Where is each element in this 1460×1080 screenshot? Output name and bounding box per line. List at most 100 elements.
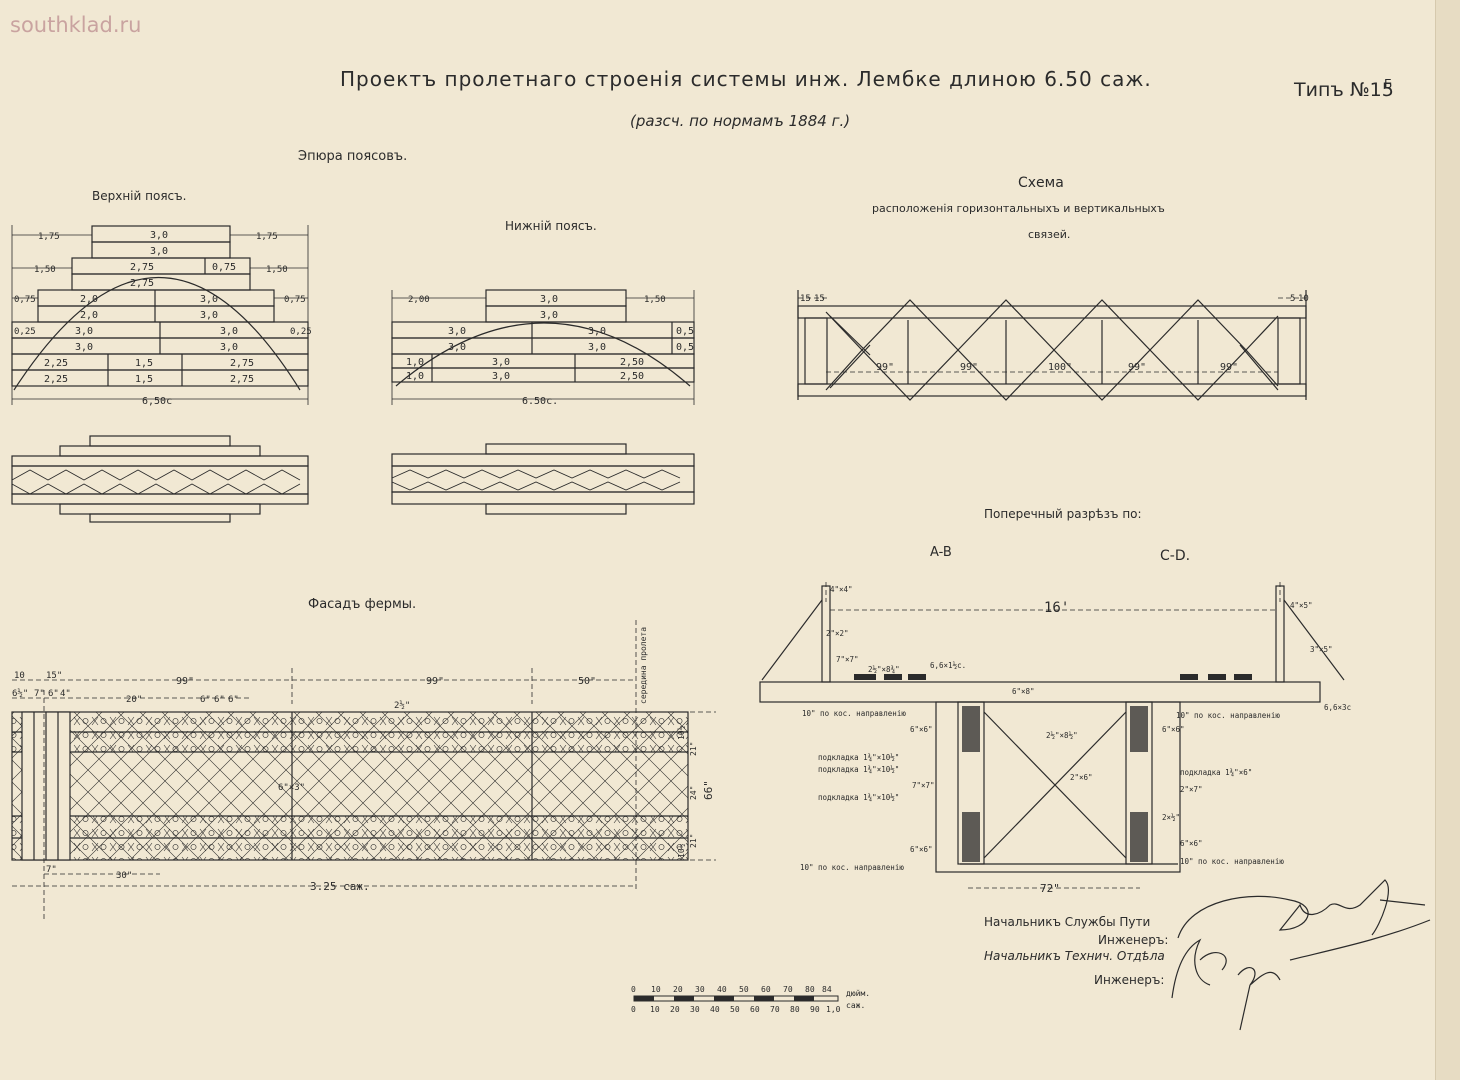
facade-bottom-2: 30" [116, 871, 132, 881]
bracing-scheme: Схема расположенія горизонтальныхъ и вер… [797, 175, 1309, 401]
facade-dim-s6: 6" [200, 695, 211, 705]
lower-row-1: 3,0 [540, 294, 558, 305]
scheme-panel-1: 99" [876, 362, 894, 373]
facade-dim-s4: 4" [60, 689, 71, 699]
facade-dim-top-4: 99" [426, 676, 444, 687]
facade-brace-label: 6"×3" [278, 783, 305, 793]
scheme-panel-2: 99" [960, 362, 978, 373]
cs-note-r1: 4"×5" [1290, 601, 1313, 610]
facade-bottom-1: 7" [46, 865, 57, 875]
scheme-panel-5: 99" [1220, 362, 1238, 373]
upper-dim-2: 1,75 [256, 232, 278, 242]
upper-chord-diagram: Верхній поясъ. [11, 189, 312, 523]
lower-row-6a: 1,0 [406, 371, 424, 382]
facade-bottom-3: 3.25 саж. [310, 880, 370, 893]
cs-note-l12: подкладка 1¾"×10½" [818, 793, 899, 802]
facade-rdim-6: 10½ [676, 843, 686, 858]
upper-row-5b: 3,0 [200, 294, 218, 305]
scale-bot-6: 60 [750, 1005, 760, 1014]
lower-row-2: 3,0 [540, 310, 558, 321]
scale-bot-2: 20 [670, 1005, 680, 1014]
scheme-title: Схема [1018, 175, 1064, 191]
cs-note-l13: 6"×6" [910, 845, 933, 854]
facade-dim-s8: 6" [228, 695, 239, 705]
facade-dim-top-2: 15" [46, 671, 62, 681]
cs-note-l1: 4"×4" [830, 585, 853, 594]
scale-top-6: 60 [761, 985, 771, 994]
scheme-dim-1: 15 [800, 294, 811, 304]
scale-bot-9: 90 [810, 1005, 820, 1014]
type-suffix: Б [1384, 77, 1392, 91]
upper-dim-7: 0,25 [14, 327, 36, 337]
scale-bot-4: 40 [710, 1005, 720, 1014]
upper-dim-5: 0,75 [14, 295, 36, 305]
facade-rdim-3: 24" [689, 786, 698, 800]
scheme-dim-3: 5 [1290, 294, 1295, 304]
lower-row-5a: 1,0 [406, 357, 424, 368]
scheme-dim-4: 10 [1298, 294, 1309, 304]
scale-top-5: 50 [739, 985, 749, 994]
scale-bar: 0 10 20 30 40 50 60 70 80 84 0 10 20 30 … [631, 985, 870, 1014]
cs-note-r4: 10" по кос. направленію [1176, 711, 1280, 720]
facade-rdim-4: 66" [702, 780, 715, 800]
scale-top-0: 0 [631, 985, 636, 994]
facade-dim-s2: 7" [34, 689, 45, 699]
cs-note-l8: 6"×6" [910, 725, 933, 734]
lower-dim-1: 2,00 [408, 295, 430, 305]
cs-note-r8: подкладка 1¾"×6" [1180, 768, 1252, 777]
facade-dim-s9: 2½" [394, 700, 410, 711]
type-label: Типъ №15 [1293, 79, 1394, 101]
cs-note-l6: 6"×8" [1012, 687, 1035, 696]
cs-note-r10: 2×½" [1162, 813, 1180, 822]
lower-dim-2: 1,50 [644, 295, 666, 305]
cs-note-r3: 6,6×3с [1324, 703, 1351, 712]
cs-note-l3: 7"×7" [836, 655, 859, 664]
truss-facade: Фасадъ фермы. [11, 597, 716, 920]
lower-row-4b: 3,0 [588, 342, 606, 353]
cross-section-right-label: C-D. [1160, 548, 1190, 564]
cs-note-r7: 2"×6" [1070, 773, 1093, 782]
facade-dim-top-3: 99" [176, 676, 194, 687]
scale-top-4: 40 [717, 985, 727, 994]
facade-rdim-5: 21" [689, 834, 698, 848]
lower-row-6b: 3,0 [492, 371, 510, 382]
sig-line-4: Инженеръ: [1094, 973, 1164, 987]
scheme-dim-2: 15 [814, 294, 825, 304]
cs-note-l4: 2½"×8¾" [868, 665, 900, 674]
scale-unit-top: дюйм. [846, 989, 870, 998]
cross-section: Поперечный разрѣзъ по: A-B C-D. [759, 507, 1351, 895]
scale-bot-10: 1,0 [826, 1005, 841, 1014]
upper-dim-1: 1,75 [38, 232, 60, 242]
upper-chord-title: Верхній поясъ. [92, 189, 186, 203]
cs-note-r6: 2½"×8½" [1046, 731, 1078, 740]
lower-row-5c: 2,50 [620, 357, 644, 368]
cs-note-r11: 6"×6" [1180, 839, 1203, 848]
upper-row-3a: 2,75 [130, 262, 154, 273]
sig-line-1: Начальникъ Службы Пути [984, 915, 1150, 929]
scheme-subtitle-2: связей. [1028, 228, 1070, 241]
cs-note-l5: 6,6×1½с. [930, 661, 966, 670]
cs-note-l7: 10" по кос. направленію [802, 709, 906, 718]
cross-section-left-label: A-B [930, 545, 952, 560]
facade-dim-s5: 20" [126, 695, 142, 705]
scale-bot-3: 30 [690, 1005, 700, 1014]
sig-line-3: Начальникъ Технич. Отдѣла [984, 949, 1165, 963]
facade-rdim-2: 21" [689, 742, 698, 756]
cs-note-r5: 6"×6" [1162, 725, 1185, 734]
cross-section-title: Поперечный разрѣзъ по: [984, 507, 1142, 521]
lower-row-4c: 0,5 [676, 342, 694, 353]
scale-bot-1: 10 [650, 1005, 660, 1014]
sheet-title: Проектъ пролетнаго строенія системы инж.… [340, 67, 1152, 91]
scale-bot-0: 0 [631, 1005, 636, 1014]
lower-row-3a: 3,0 [448, 326, 466, 337]
facade-mid-label: середина пролета [639, 627, 648, 704]
scale-top-7: 70 [783, 985, 793, 994]
upper-row-7b: 3,0 [220, 326, 238, 337]
paper-edge [1435, 0, 1460, 1080]
cs-note-l10: подкладка 1¾"×10½" [818, 765, 899, 774]
scale-unit-bottom: саж. [846, 1001, 865, 1010]
scale-bot-5: 50 [730, 1005, 740, 1014]
upper-row-6a: 2,0 [80, 310, 98, 321]
